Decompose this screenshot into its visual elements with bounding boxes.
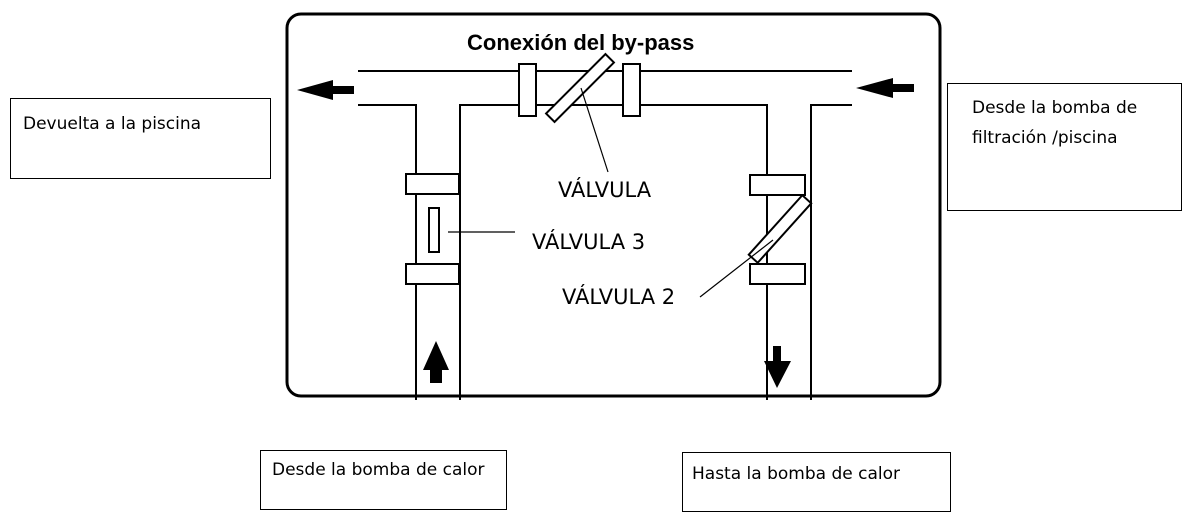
valve-3-icon (428, 207, 440, 253)
left-coupling-bottom (405, 263, 460, 285)
valve-2-label: VÁLVULA 2 (562, 285, 676, 309)
valve-2-icon (747, 193, 813, 265)
from-filter-pump-box: Desde la bomba de filtración /piscina (947, 83, 1182, 211)
right-coupling-bottom (749, 263, 806, 285)
return-to-pool-text: Devuelta a la piscina (23, 114, 202, 134)
from-heat-pump-box: Desde la bomba de calor (260, 450, 507, 510)
right-coupling-top (749, 174, 806, 196)
bypass-diagram (285, 12, 942, 400)
to-heat-pump-box: Hasta la bomba de calor (682, 452, 951, 512)
return-to-pool-box: Devuelta a la piscina (10, 98, 271, 179)
valve-2-leader (699, 239, 774, 298)
arrow-left-icon (297, 80, 354, 100)
arrow-left-icon-right-inlet (856, 78, 914, 98)
from-filter-pump-line2: filtración /piscina (972, 128, 1118, 148)
to-heat-pump-text: Hasta la bomba de calor (692, 464, 900, 484)
diagram-title: Conexión del by-pass (467, 30, 695, 55)
from-filter-pump-line1: Desde la bomba de (972, 98, 1138, 118)
valve-main-icon (544, 52, 616, 124)
left-coupling-top (405, 173, 460, 195)
valve-main-label: VÁLVULA (558, 178, 652, 202)
valve-sleeve-right (622, 63, 641, 117)
arrow-up-icon (423, 341, 449, 383)
diagram-frame (285, 12, 942, 398)
valve-sleeve-left (518, 63, 537, 117)
valve-3-label: VÁLVULA 3 (532, 230, 646, 254)
arrow-down-icon (764, 346, 791, 388)
pipes (358, 70, 852, 400)
from-heat-pump-text: Desde la bomba de calor (272, 460, 485, 480)
valve-main-leader (580, 87, 609, 173)
